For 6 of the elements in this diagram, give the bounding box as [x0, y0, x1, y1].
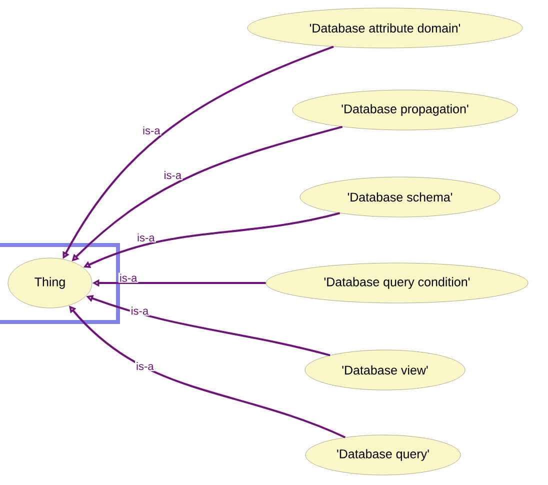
edge-label: is-a [143, 126, 160, 134]
edge-label: is-a [164, 171, 182, 180]
edge-label: is-a [132, 306, 149, 315]
edge-label: is-a [136, 362, 154, 370]
edge-label: is-a [138, 233, 155, 242]
edge-label: is-a [120, 274, 138, 282]
